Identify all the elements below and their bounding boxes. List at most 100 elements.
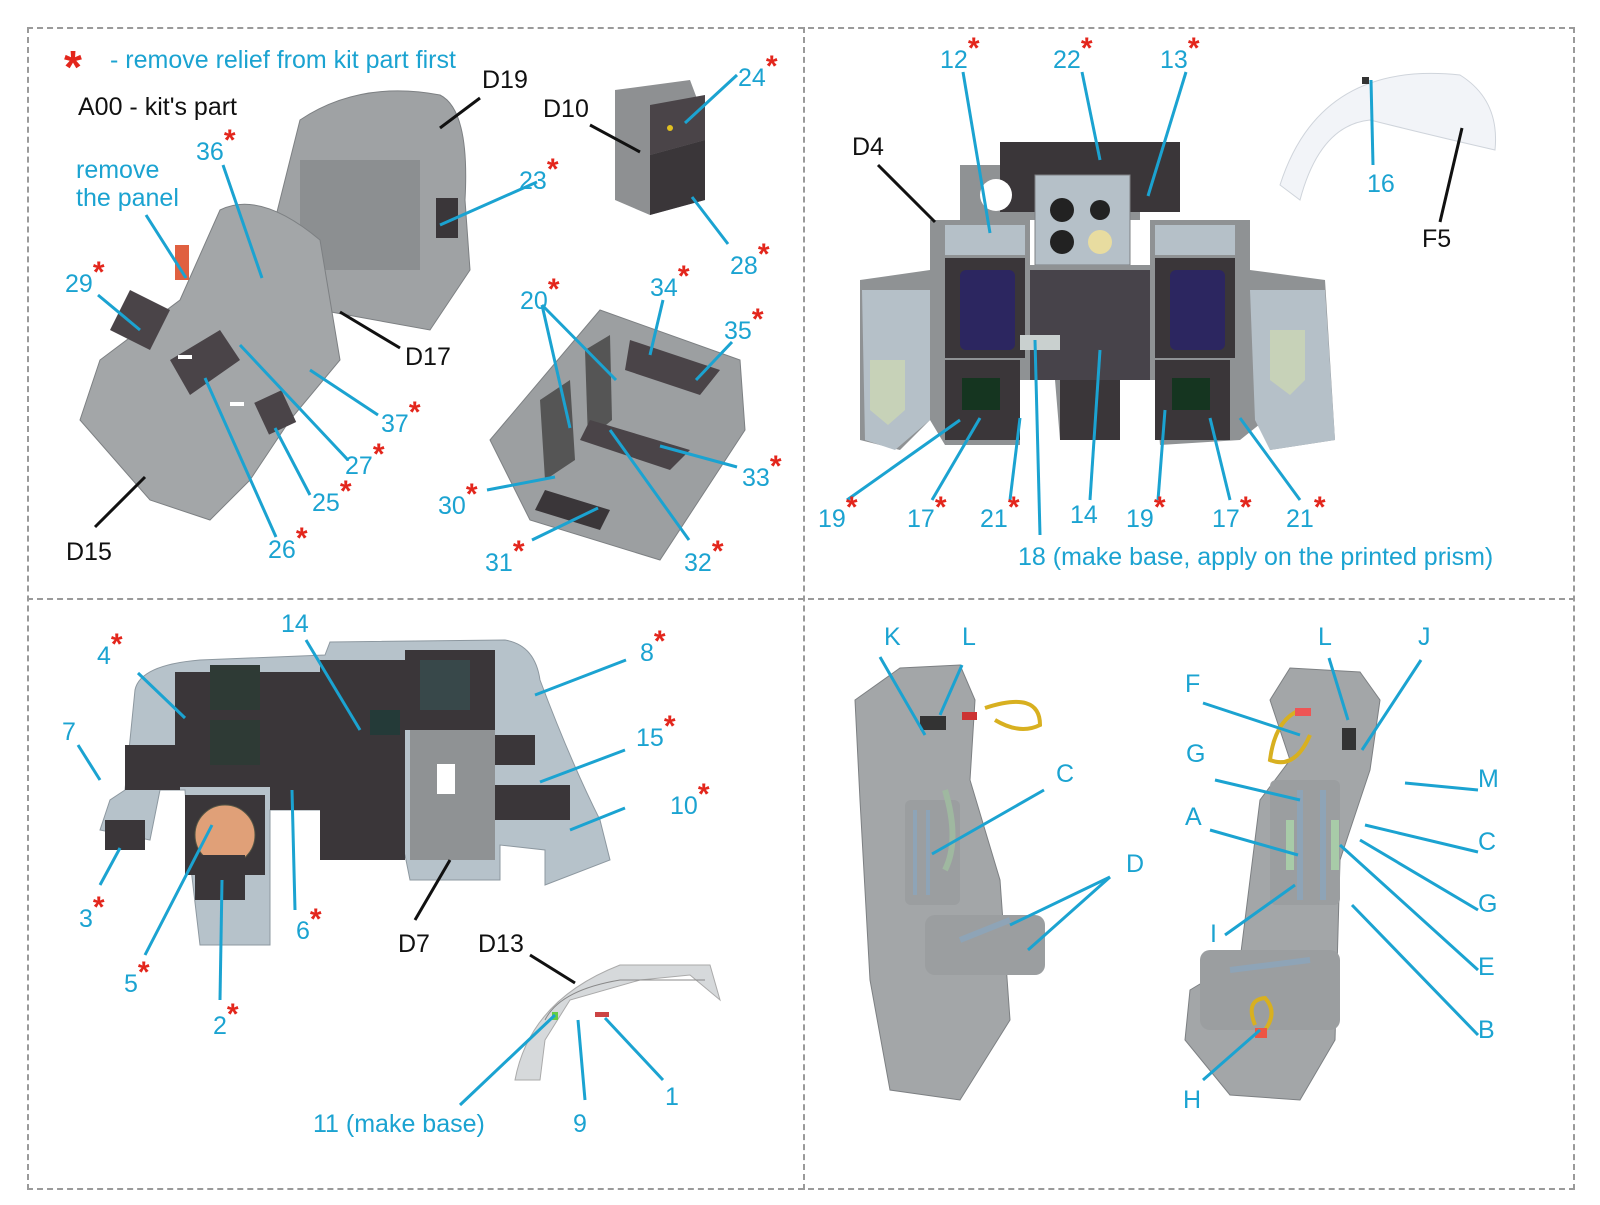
seat-label-a: A <box>1185 803 1202 831</box>
kit-label-d7: D7 <box>398 930 430 958</box>
kit-label-d19: D19 <box>482 66 528 94</box>
part-label-21-left: 21* <box>980 491 1020 533</box>
seat-label-c-left: C <box>1056 760 1075 788</box>
part-label-19-left: 19* <box>818 491 858 533</box>
part-label-3: 3* <box>79 891 105 933</box>
part-label-8: 8* <box>640 625 666 667</box>
part-label-17-left: 17* <box>907 491 947 533</box>
kit-label-f5: F5 <box>1422 225 1452 253</box>
relief-star-icon: * <box>372 438 385 471</box>
relief-star-icon: * <box>546 153 559 186</box>
relief-star-icon: * <box>1153 491 1166 524</box>
seat-label-h: H <box>1183 1086 1202 1114</box>
part-label-25: 25* <box>312 475 352 517</box>
relief-star-icon: * <box>1007 491 1020 524</box>
part-label-29: 29* <box>65 256 105 298</box>
part-label-26: 26* <box>268 522 308 564</box>
part-label-30: 30* <box>438 478 478 520</box>
relief-star-icon: * <box>137 956 150 989</box>
relief-star-icon: * <box>92 256 105 289</box>
relief-star-icon: * <box>934 491 947 524</box>
seat-label-j: J <box>1418 623 1431 651</box>
seat-label-k: K <box>884 623 901 651</box>
relief-star-icon: * <box>769 450 782 483</box>
seat-label-f: F <box>1185 670 1201 698</box>
kit-label-d15: D15 <box>66 538 112 566</box>
relief-star-icon: * <box>223 124 236 157</box>
part-label-36: 36* <box>196 124 236 166</box>
relief-star-icon: * <box>295 522 308 555</box>
relief-star-icon: * <box>110 628 123 661</box>
relief-star-icon: * <box>757 238 770 271</box>
note-11-make-base: 11 (make base) <box>313 1110 485 1138</box>
part-label-12: 12* <box>940 32 980 74</box>
relief-star-icon: * <box>226 998 239 1031</box>
relief-star-icon: * <box>465 478 478 511</box>
part-label-10: 10* <box>670 778 710 820</box>
part-label-35: 35* <box>724 303 764 345</box>
seat-label-l-left: L <box>962 623 976 651</box>
note-18-prism: 18 (make base, apply on the printed pris… <box>1018 543 1494 571</box>
part-label-14-rear: 14 <box>1070 501 1098 529</box>
relief-star-icon: * <box>751 303 764 336</box>
relief-star-icon: * <box>663 710 676 743</box>
part-label-15: 15* <box>636 710 676 752</box>
kit-label-d17: D17 <box>405 343 451 371</box>
part-label-37: 37* <box>381 396 421 438</box>
relief-star-icon: * <box>1187 32 1200 65</box>
seat-label-l-right: L <box>1318 623 1332 651</box>
relief-star-icon: * <box>339 475 352 508</box>
part-label-16: 16 <box>1367 170 1395 198</box>
part-label-2: 2* <box>213 998 239 1040</box>
part-label-31: 31* <box>485 535 525 577</box>
part-label-13: 13* <box>1160 32 1200 74</box>
relief-star-icon: * <box>967 32 980 65</box>
part-label-24: 24* <box>738 50 778 92</box>
part-label-14-front: 14 <box>281 610 309 638</box>
relief-star-icon: * <box>845 491 858 524</box>
relief-star-icon: * <box>512 535 525 568</box>
part-label-20: 20* <box>520 273 560 315</box>
relief-star-icon: * <box>547 273 560 306</box>
horizontal-divider <box>27 598 1575 600</box>
relief-star-icon: * <box>1080 32 1093 65</box>
relief-star-icon: * <box>64 41 82 93</box>
relief-star-icon: * <box>697 778 710 811</box>
part-label-22: 22* <box>1053 32 1093 74</box>
part-label-6: 6* <box>296 903 322 945</box>
part-label-23: 23* <box>519 153 559 195</box>
relief-star-icon: * <box>677 260 690 293</box>
part-label-17-right: 17* <box>1212 491 1252 533</box>
seat-label-e: E <box>1478 953 1495 981</box>
seat-label-c-right: C <box>1478 828 1497 856</box>
seat-label-g-right: G <box>1478 890 1498 918</box>
seat-label-d: D <box>1126 850 1145 878</box>
part-label-4: 4* <box>97 628 123 670</box>
relief-star-icon: * <box>1239 491 1252 524</box>
part-label-33: 33* <box>742 450 782 492</box>
legend-kit-part: A00 - kit's part <box>78 93 237 121</box>
part-label-27: 27* <box>345 438 385 480</box>
part-label-28: 28* <box>730 238 770 280</box>
kit-label-d13: D13 <box>478 930 524 958</box>
note-remove-panel-line1: remove <box>76 156 160 184</box>
part-label-32: 32* <box>684 535 724 577</box>
kit-label-d4: D4 <box>852 133 884 161</box>
part-label-21-right: 21* <box>1286 491 1326 533</box>
note-remove-panel-line2: the panel <box>76 184 179 212</box>
part-label-9: 9 <box>573 1110 587 1138</box>
relief-star-icon: * <box>92 891 105 924</box>
seat-label-m: M <box>1478 765 1499 793</box>
kit-label-d10: D10 <box>543 95 589 123</box>
seat-label-g-left: G <box>1186 740 1206 768</box>
relief-star-icon: * <box>408 396 421 429</box>
seat-label-b: B <box>1478 1016 1495 1044</box>
part-label-19-right: 19* <box>1126 491 1166 533</box>
part-label-1: 1 <box>665 1083 679 1111</box>
part-label-34: 34* <box>650 260 690 302</box>
part-label-7: 7 <box>62 718 76 746</box>
relief-star-icon: * <box>653 625 666 658</box>
relief-star-icon: * <box>1313 491 1326 524</box>
legend-star-text: - remove relief from kit part first <box>110 46 456 74</box>
part-label-5: 5* <box>124 956 150 998</box>
